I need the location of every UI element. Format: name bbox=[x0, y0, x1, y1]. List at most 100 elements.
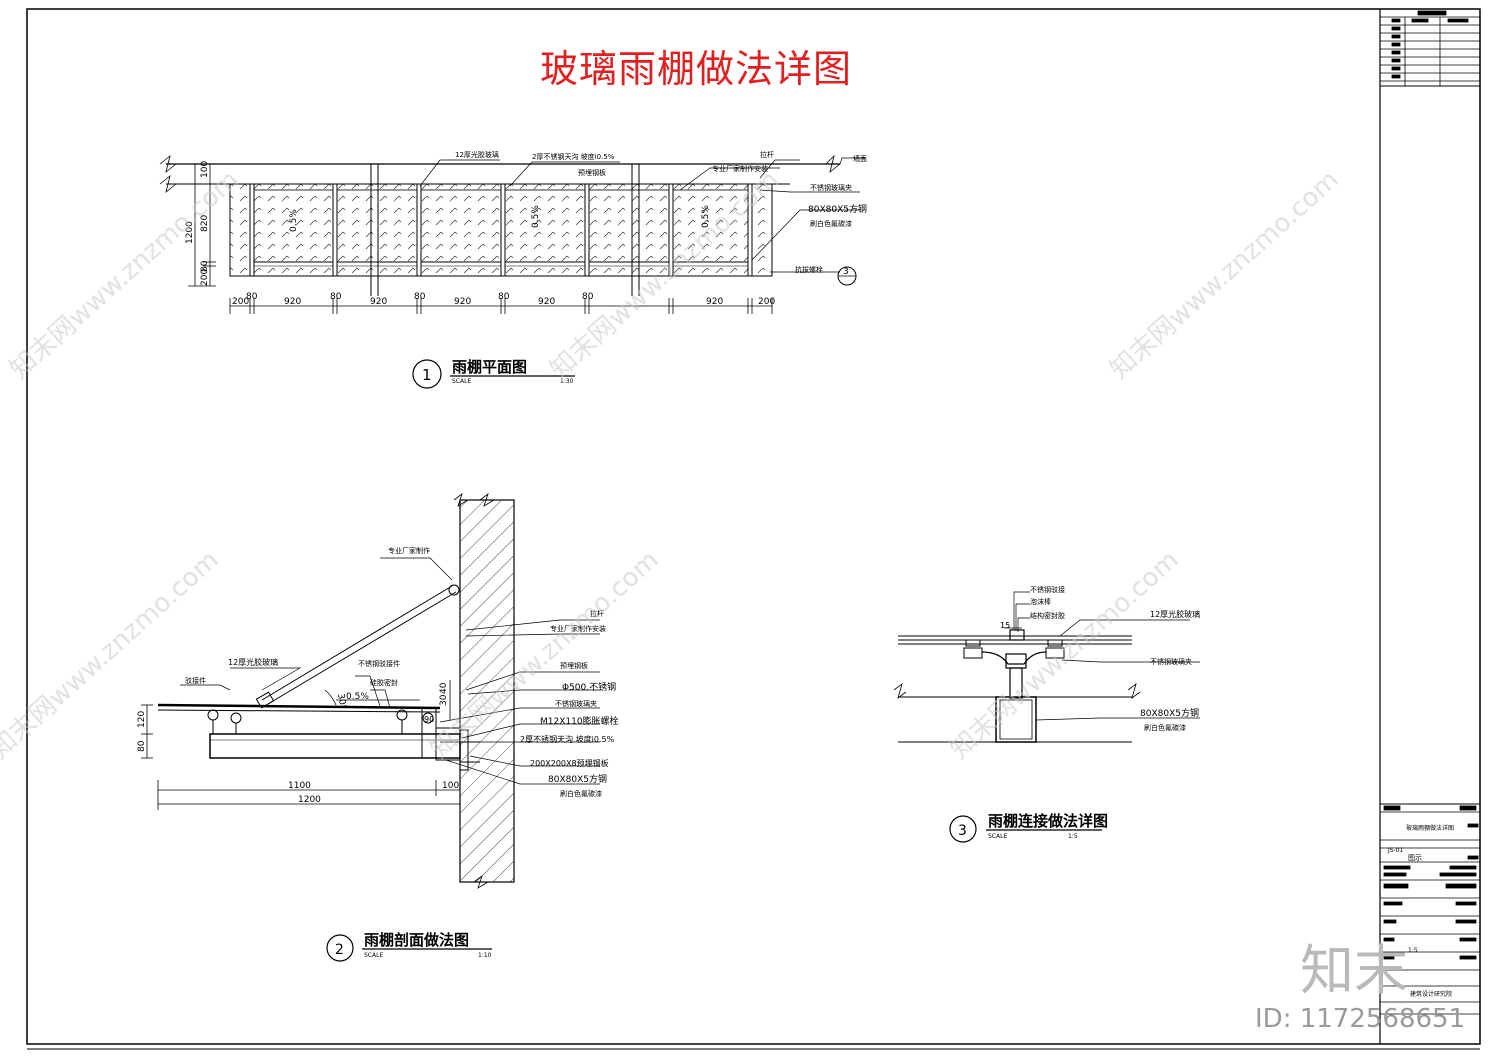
section-dim: 90 bbox=[424, 715, 434, 724]
detail-scale-value: 1:5 bbox=[1068, 833, 1078, 840]
section-callout: 200X200X8预埋钢板 bbox=[530, 758, 609, 768]
plan-callout: 2厚不锈钢天沟 坡度i0.5% bbox=[532, 152, 615, 161]
detail-callout: 结构密封胶 bbox=[1030, 611, 1065, 620]
plan-dim: 920 bbox=[538, 297, 555, 307]
plan-dim: 820 bbox=[200, 215, 210, 232]
detail-number: 3 bbox=[958, 823, 967, 839]
detail-callout: 泡沫棒 bbox=[1030, 597, 1051, 606]
plan-dim: 200 bbox=[758, 297, 775, 307]
plan-slope: 0.5% bbox=[531, 205, 541, 228]
plan-scale-value: 1:30 bbox=[560, 378, 574, 385]
detail-dim: 15 bbox=[1000, 621, 1010, 630]
plan-number: 1 bbox=[422, 366, 432, 384]
titleblock-drawing-name: 玻璃雨棚做法详图 bbox=[1406, 824, 1454, 832]
watermark-text: 知末网www.znzmo.com bbox=[1105, 165, 1345, 385]
titleblock-scale: 1:5 bbox=[1408, 947, 1418, 954]
titleblock-revisions bbox=[1380, 10, 1480, 86]
plan-dim: 200 bbox=[232, 297, 249, 307]
section-callout: 预埋钢板 bbox=[560, 661, 588, 670]
plan-slope: 0.5% bbox=[289, 209, 299, 232]
plan-dim: 80 bbox=[200, 260, 210, 272]
id-tag: ID: 1172568651 bbox=[1255, 1004, 1466, 1034]
plan-callout: 12厚光胶玻璃 bbox=[455, 150, 499, 159]
plan-dim: 920 bbox=[706, 297, 723, 307]
detail-labels: 不锈钢驳接 泡沫棒 结构密封胶 12厚光胶玻璃 不锈钢玻璃夹 80X80X5方钢… bbox=[1000, 585, 1200, 732]
section-callout: 80X80X5方钢 bbox=[548, 773, 607, 785]
section-dim: 30 bbox=[439, 694, 449, 706]
section-slope: 0.5% bbox=[346, 692, 369, 702]
section-dim: 1200 bbox=[298, 795, 321, 805]
watermark-text: 知末网www.znzmo.com bbox=[0, 545, 225, 765]
watermark-text: 知末网www.znzmo.com bbox=[945, 545, 1185, 765]
titleblock-company: 建筑设计研究院 bbox=[1410, 990, 1452, 998]
titleblock-main bbox=[1380, 805, 1480, 1015]
section-number: 2 bbox=[335, 942, 344, 958]
section-view bbox=[141, 492, 600, 889]
plan-dim: 80 bbox=[246, 292, 258, 302]
detail-callout: 刷白色氟碳漆 bbox=[1144, 723, 1186, 732]
plan-dim: 920 bbox=[454, 297, 471, 307]
logo-text: 知末 bbox=[1300, 939, 1408, 1002]
detail-title: 3 雨棚连接做法详图 SCALE 1:5 bbox=[949, 812, 1108, 843]
detail-callout: 不锈钢驳接 bbox=[1030, 585, 1065, 594]
detail-view bbox=[893, 591, 1200, 743]
plan-dim: 80 bbox=[330, 292, 342, 302]
section-callout: 不锈钢玻璃夹 bbox=[555, 699, 597, 708]
section-callout: Φ500.不锈钢 bbox=[562, 681, 616, 693]
plan-slope: 0.5% bbox=[701, 205, 711, 228]
page-title: 玻璃雨棚做法详图 bbox=[540, 47, 853, 91]
section-callout: 专业厂家制作安装 bbox=[550, 624, 606, 633]
plan-dim: 200 bbox=[200, 269, 210, 286]
plan-callout: 80X80X5方钢 bbox=[808, 203, 867, 215]
section-scale-value: 1:10 bbox=[478, 952, 492, 959]
plan-callout: 不锈钢玻璃夹 bbox=[810, 183, 852, 192]
section-angle: 30° bbox=[335, 693, 348, 710]
section-dim: 100 bbox=[442, 781, 459, 791]
titleblock-drawing-no: JS-01 bbox=[1387, 847, 1404, 854]
plan-dim: 80 bbox=[498, 292, 510, 302]
plan-dim: 920 bbox=[370, 297, 387, 307]
section-dim: 40 bbox=[439, 682, 449, 694]
sheet-frame bbox=[26, 8, 1481, 1050]
watermarks: 知末网www.znzmo.com 知末网www.znzmo.com 知末网www… bbox=[0, 165, 1345, 765]
plan-dim: 80 bbox=[414, 292, 426, 302]
plan-callout: 拉杆 bbox=[760, 150, 774, 159]
plan-labels: 12厚光胶玻璃 2厚不锈钢天沟 坡度i0.5% 预埋钢板 专业厂家制作安装 拉杆… bbox=[185, 150, 867, 307]
plan-view bbox=[159, 154, 865, 314]
section-labels: 专业厂家制作 拉杆 专业厂家制作安装 12厚光胶玻璃 驳接件 不锈钢驳接件 硅胶… bbox=[137, 546, 619, 805]
plan-callout: 预埋钢板 bbox=[578, 168, 606, 177]
plan-dim: 100 bbox=[200, 161, 210, 178]
plan-dim: 920 bbox=[284, 297, 301, 307]
plan-scale-label: SCALE bbox=[452, 378, 471, 385]
plan-callout: 墙面 bbox=[853, 154, 867, 163]
plan-dim: 1200 bbox=[185, 221, 195, 244]
section-callout: 拉杆 bbox=[590, 609, 604, 618]
detail-scale-label: SCALE bbox=[988, 833, 1007, 840]
detail-callout: 12厚光胶玻璃 bbox=[1150, 609, 1200, 619]
plan-callout: 刷白色氟碳漆 bbox=[810, 219, 852, 228]
section-callout: 硅胶密封 bbox=[370, 678, 398, 687]
section-callout: 不锈钢驳接件 bbox=[358, 659, 400, 668]
plan-name: 雨棚平面图 bbox=[452, 358, 527, 376]
section-callout: 驳接件 bbox=[185, 676, 206, 685]
section-dim: 80 bbox=[137, 740, 147, 752]
plan-dim: 80 bbox=[582, 292, 594, 302]
titleblock-text: 玻璃雨棚做法详图 JS-01 图示 1:5 建筑设计研究院 bbox=[1387, 824, 1454, 998]
detail-callout: 不锈钢玻璃夹 bbox=[1150, 657, 1192, 666]
section-callout: 2厚不锈钢天沟 坡度i0.5% bbox=[520, 734, 615, 744]
plan-callout: 3 bbox=[843, 267, 849, 277]
plan-callout: 专业厂家制作安装 bbox=[712, 164, 768, 173]
section-callout: M12X110膨胀螺栓 bbox=[540, 715, 619, 727]
section-title: 2 雨棚剖面做法图 SCALE 1:10 bbox=[326, 931, 492, 962]
plan-callout: 抗拔螺栓 bbox=[795, 265, 823, 274]
section-callout: 12厚光胶玻璃 bbox=[228, 657, 278, 667]
detail-callout: 80X80X5方钢 bbox=[1140, 707, 1199, 719]
section-dim: 1100 bbox=[288, 781, 311, 791]
section-callout: 刷白色氟碳漆 bbox=[560, 789, 602, 798]
section-name: 雨棚剖面做法图 bbox=[364, 931, 469, 949]
plan-title: 1 雨棚平面图 SCALE 1:30 bbox=[412, 358, 575, 389]
section-dim: 120 bbox=[137, 711, 147, 728]
section-callout: 专业厂家制作 bbox=[388, 546, 430, 555]
titleblock-note: 图示 bbox=[1408, 854, 1422, 862]
